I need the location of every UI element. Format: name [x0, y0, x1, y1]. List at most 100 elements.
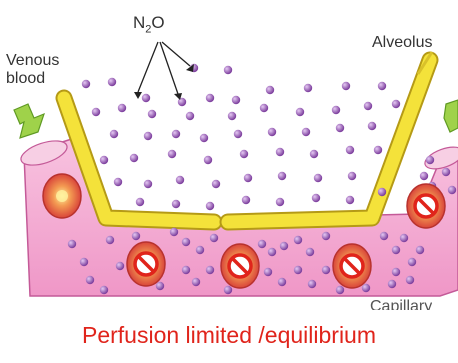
n2o-molecule [294, 266, 302, 274]
n2o-molecule [392, 100, 400, 108]
n2o-molecule [168, 150, 176, 158]
n2o-molecule [136, 198, 144, 206]
n2o-prefix: N [133, 13, 145, 32]
n2o-molecule [132, 232, 140, 240]
alveolus-label: Alveolus [372, 34, 432, 52]
n2o-molecule [374, 146, 382, 154]
red-blood-cell [43, 174, 81, 218]
n2o-molecule [420, 172, 428, 180]
n2o-molecule [196, 246, 204, 254]
n2o-molecule [268, 128, 276, 136]
n2o-molecule [200, 134, 208, 142]
n2o-molecule [304, 84, 312, 92]
n2o-molecule [442, 168, 450, 176]
n2o-pointer-lines [134, 42, 194, 100]
n2o-molecule [314, 174, 322, 182]
n2o-molecule [170, 228, 178, 236]
n2o-molecule [336, 124, 344, 132]
n2o-molecule [210, 234, 218, 242]
n2o-molecule [206, 94, 214, 102]
n2o-molecule [368, 122, 376, 130]
n2o-molecule [346, 146, 354, 154]
n2o-molecule [204, 156, 212, 164]
n2o-molecule [322, 266, 330, 274]
n2o-molecule [406, 276, 414, 284]
n2o-molecule [312, 194, 320, 202]
n2o-molecule [86, 276, 94, 284]
n2o-molecule [68, 240, 76, 248]
red-blood-cell [333, 244, 371, 288]
n2o-molecule [400, 234, 408, 242]
n2o-molecule [176, 176, 184, 184]
n2o-molecule [322, 232, 330, 240]
n2o-molecule [264, 268, 272, 276]
n2o-molecule [172, 200, 180, 208]
n2o-molecule [100, 286, 108, 294]
n2o-molecule [378, 188, 386, 196]
capillary-label: Capillary [370, 298, 432, 310]
n2o-molecule [108, 78, 116, 86]
n2o-molecule [448, 186, 456, 194]
red-blood-cell [407, 184, 445, 228]
red-blood-cell [127, 242, 165, 286]
n2o-molecule [234, 130, 242, 138]
n2o-molecule [310, 150, 318, 158]
n2o-molecule [206, 202, 214, 210]
n2o-molecule [426, 156, 434, 164]
n2o-molecule [114, 178, 122, 186]
n2o-molecule [276, 198, 284, 206]
n2o-molecule [182, 266, 190, 274]
n2o-molecule [206, 266, 214, 274]
n2o-molecule [156, 282, 164, 290]
n2o-molecule [116, 262, 124, 270]
n2o-molecule [268, 248, 276, 256]
n2o-molecule [336, 286, 344, 294]
n2o-molecule [130, 154, 138, 162]
n2o-molecule [186, 112, 194, 120]
n2o-molecule [294, 236, 302, 244]
n2o-molecule [308, 280, 316, 288]
n2o-molecule [118, 104, 126, 112]
red-blood-cell [221, 244, 259, 288]
n2o-molecule [296, 108, 304, 116]
n2o-molecule [364, 102, 372, 110]
n2o-molecule [192, 278, 200, 286]
n2o-molecule [348, 172, 356, 180]
n2o-molecule [240, 150, 248, 158]
n2o-molecule [144, 132, 152, 140]
n2o-molecule [346, 196, 354, 204]
n2o-molecule [378, 82, 386, 90]
n2o-molecule [278, 172, 286, 180]
n2o-molecule [388, 280, 396, 288]
n2o-molecule [242, 196, 250, 204]
n2o-molecule [106, 236, 114, 244]
n2o-molecule [80, 258, 88, 266]
n2o-molecule [266, 86, 274, 94]
n2o-molecule [110, 130, 118, 138]
venous-label-line1: Venous [6, 52, 59, 70]
blood-flow-arrow-in [14, 104, 44, 138]
n2o-molecule [232, 96, 240, 104]
n2o-molecule [306, 248, 314, 256]
n2o-molecule [100, 156, 108, 164]
n2o-molecule [144, 180, 152, 188]
n2o-molecule [408, 258, 416, 266]
venous-label-line2: blood [6, 70, 59, 88]
n2o-molecule [392, 268, 400, 276]
n2o-suffix: O [151, 13, 164, 32]
n2o-molecule [212, 180, 220, 188]
n2o-molecule [362, 284, 370, 292]
n2o-molecule [178, 98, 186, 106]
n2o-molecule [380, 232, 388, 240]
n2o-molecule [332, 106, 340, 114]
n2o-molecule [224, 66, 232, 74]
n2o-molecule [278, 278, 286, 286]
n2o-molecule [302, 128, 310, 136]
n2o-molecule [182, 238, 190, 246]
n2o-molecule [224, 286, 232, 294]
n2o-molecule [244, 174, 252, 182]
n2o-molecule [392, 246, 400, 254]
n2o-molecule [260, 104, 268, 112]
n2o-label: N2O [133, 14, 165, 38]
